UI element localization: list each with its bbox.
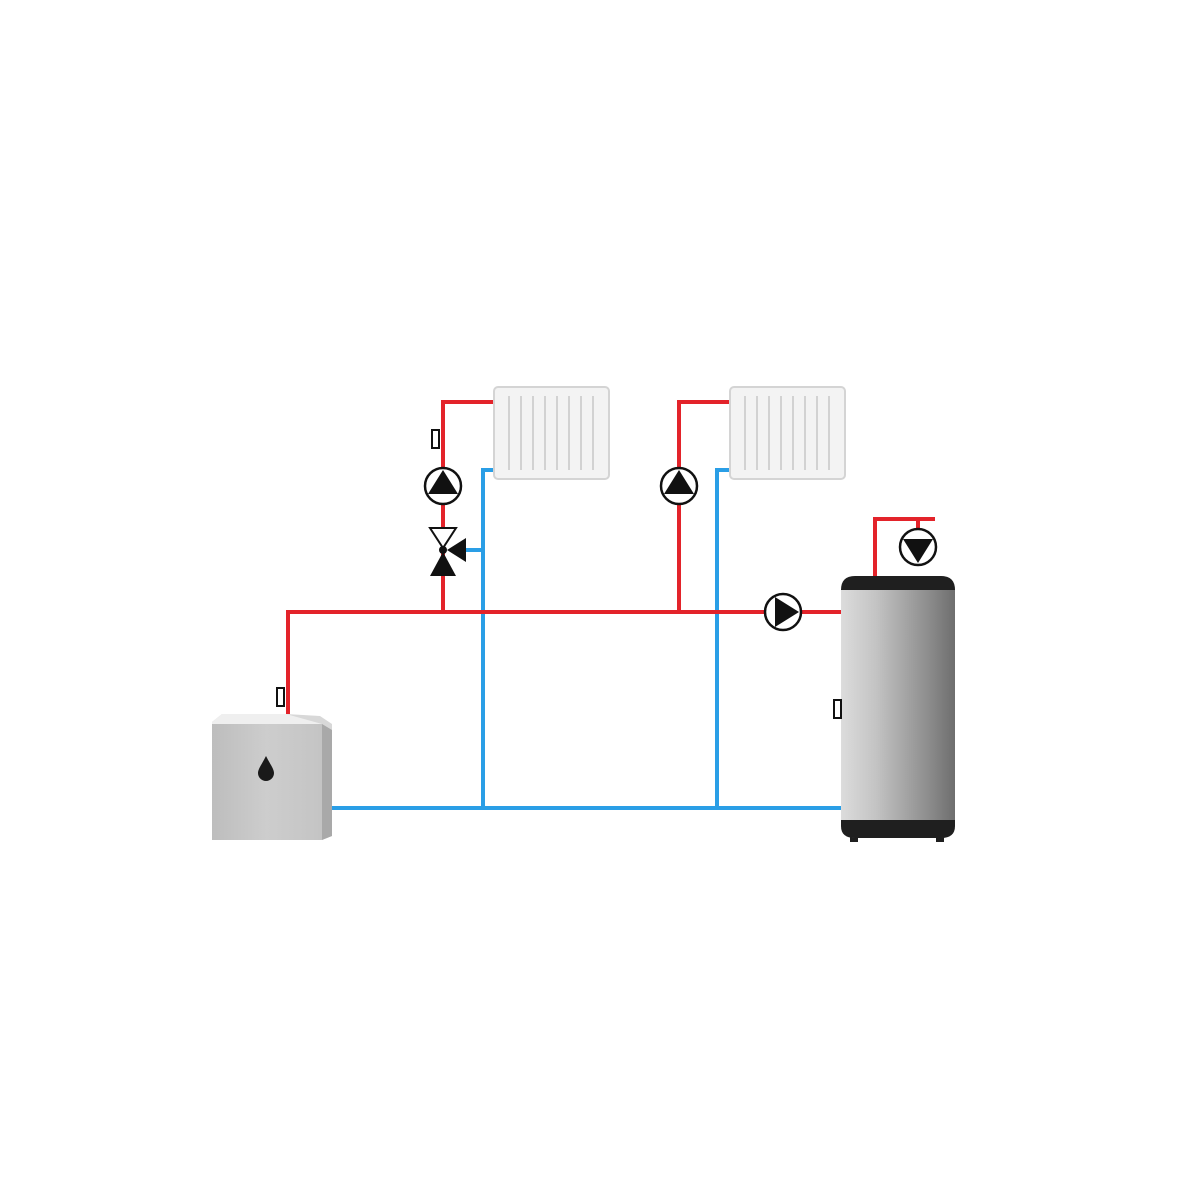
three-way-mixing-valve-icon xyxy=(428,527,466,576)
supply-riser-circuit-2 xyxy=(677,400,732,614)
temperature-sensor-tank-icon xyxy=(833,699,842,719)
radiator-2-icon xyxy=(729,386,846,480)
dhw-circulation-loop xyxy=(873,517,935,580)
temperature-sensor-circuit-1-icon xyxy=(431,429,440,449)
pump-dhw-circulation-icon xyxy=(898,527,938,567)
oil-drop-icon xyxy=(258,756,274,781)
storage-tank-icon xyxy=(841,576,955,842)
supply-main-pipe xyxy=(286,610,844,714)
supply-riser-circuit-1 xyxy=(441,400,496,614)
pump-radiator-circuit-1-icon xyxy=(423,466,463,506)
pump-tank-charging-icon xyxy=(763,592,803,632)
temperature-sensor-boiler-icon xyxy=(276,687,285,707)
return-riser-circuit-2 xyxy=(715,468,734,810)
pump-radiator-circuit-2-icon xyxy=(659,466,699,506)
return-pipes xyxy=(330,468,844,810)
return-riser-circuit-1 xyxy=(481,468,498,810)
radiator-1-icon xyxy=(493,386,610,480)
sensors xyxy=(276,429,842,719)
oil-boiler-icon xyxy=(212,714,332,840)
